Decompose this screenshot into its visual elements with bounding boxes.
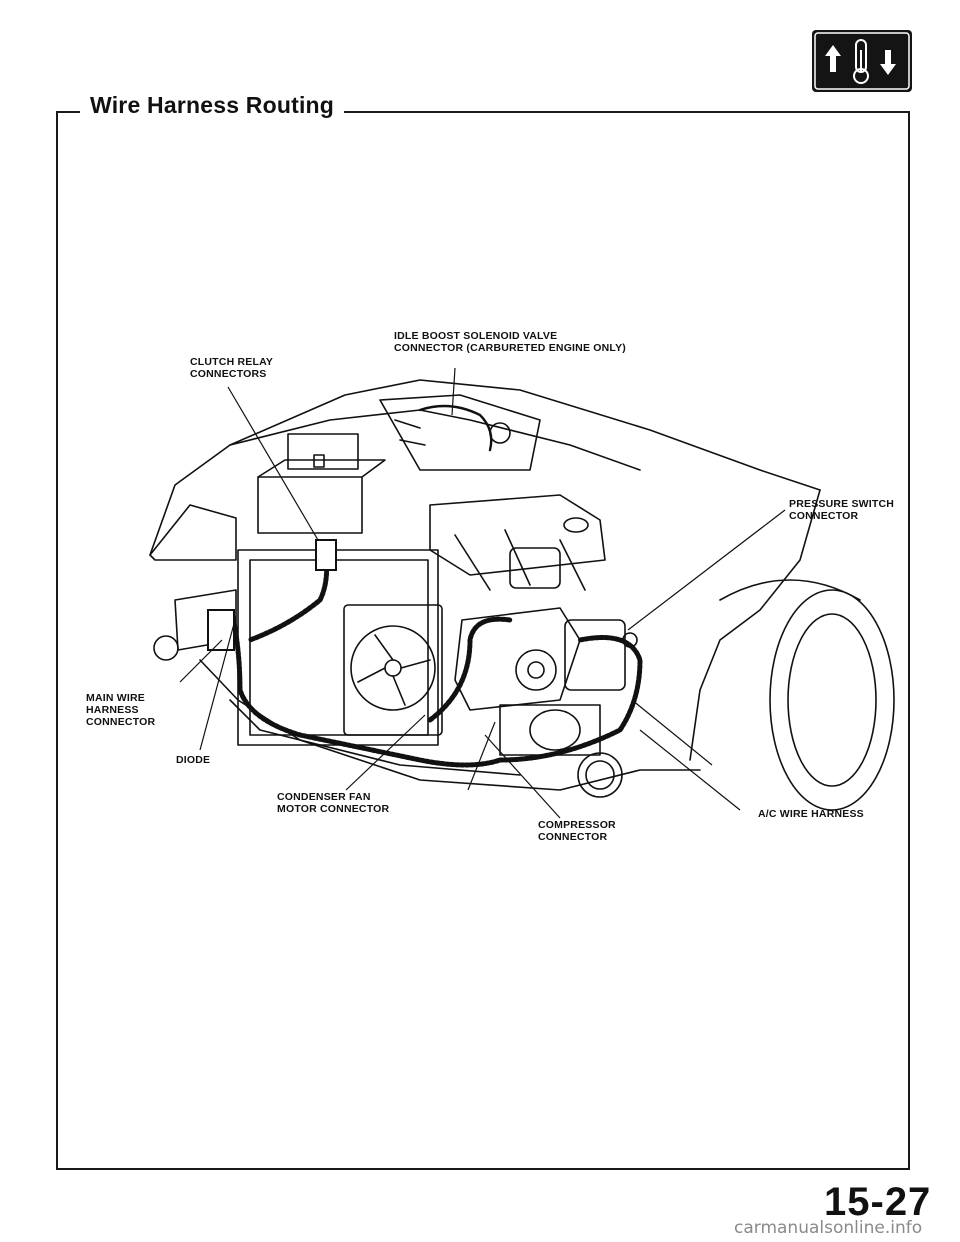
left-headlight	[149, 504, 237, 561]
main-harness	[229, 609, 503, 768]
battery-box	[257, 476, 363, 534]
label-diode: DIODE	[176, 754, 211, 766]
hvac-temperature-icon	[814, 32, 910, 90]
ac-wire-harness	[427, 616, 643, 763]
front-wheel	[769, 589, 895, 811]
clutch-relay-connector	[315, 539, 337, 571]
fog-lamp	[153, 635, 179, 661]
label-clutch-relay-connectors: CLUTCH RELAY CONNECTORS	[190, 356, 274, 380]
radiator-support	[237, 549, 439, 746]
diagram-frame	[56, 111, 910, 1170]
hood-outline	[149, 379, 821, 556]
receiver-drier	[564, 619, 626, 691]
valve-cover	[429, 494, 606, 576]
condenser-fan	[350, 625, 436, 711]
label-idle-boost-solenoid: IDLE BOOST SOLENOID VALVE CONNECTOR (Car…	[394, 330, 626, 354]
label-main-wire-harness-connector: MAIN WIRE HARNESS CONNECTOR	[86, 692, 156, 728]
cowl-line	[229, 409, 641, 471]
title-rule	[56, 111, 74, 113]
main-wire-connector	[207, 609, 235, 651]
condenser-fan-shroud	[343, 604, 443, 736]
solenoid-area	[379, 394, 541, 471]
label-pressure-switch-connector: PRESSURE SWITCH CONNECTOR	[789, 498, 895, 522]
section-badge	[812, 30, 912, 92]
page-number: 15-27	[824, 1180, 932, 1224]
fender-line	[689, 489, 821, 761]
engine-bay-diagram	[149, 367, 895, 819]
label-ac-wire-harness: A/C WIRE HARNESS	[758, 808, 864, 820]
watermark: carmanualsonline.info	[734, 1218, 923, 1238]
front-bumper	[199, 659, 701, 791]
label-condenser-fan-motor-connector: CONDENSER FAN MOTOR CONNECTOR	[277, 791, 390, 815]
ac-compressor	[454, 607, 581, 711]
relay-box	[287, 433, 359, 470]
page-title: Wire Harness Routing	[80, 92, 345, 119]
label-compressor-connector: COMPRESSOR CONNECTOR	[538, 819, 616, 843]
